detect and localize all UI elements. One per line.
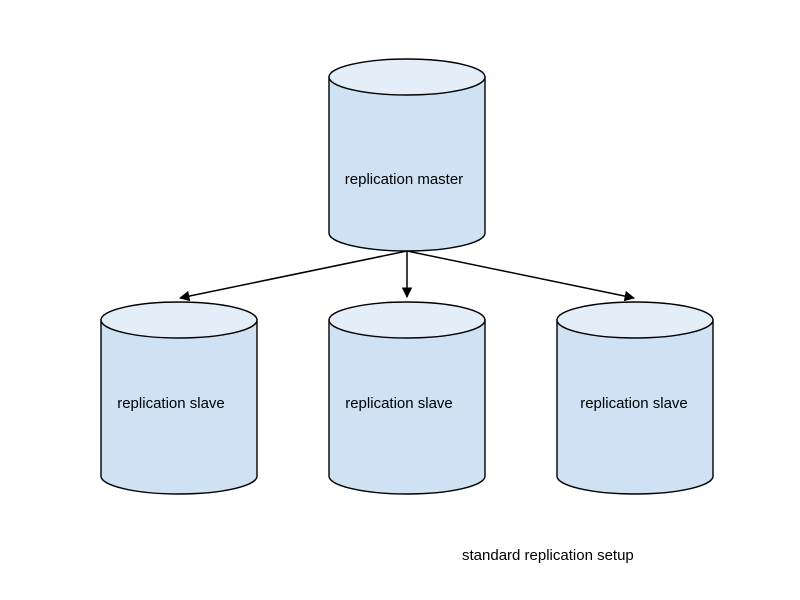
cylinder-body [328,76,486,252]
database-cylinder-icon [556,301,714,495]
cylinder-body [100,319,258,495]
replication-slave-node-3: replication slave [556,301,714,495]
replication-slave-node-2: replication slave [328,301,486,495]
master-label: replication master [345,171,463,188]
arrow-master-to-slave-3 [406,250,636,302]
replication-slave-node-1: replication slave [100,301,258,495]
replication-master-node: replication master [328,58,486,252]
arrow-master-to-slave-1 [178,250,408,302]
slave-2-label: replication slave [345,395,453,412]
cylinder-body [556,319,714,495]
database-cylinder-icon [328,301,486,495]
database-cylinder-icon [100,301,258,495]
cylinder-top [556,301,714,339]
connection-arrows [178,250,636,302]
diagram-caption: standard replication setup [462,547,634,564]
cylinder-body [328,319,486,495]
cylinder-top [328,301,486,339]
database-cylinder-icon [328,58,486,252]
slave-3-label: replication slave [580,395,688,412]
cylinder-top [100,301,258,339]
cylinder-top [328,58,486,96]
slave-1-label: replication slave [117,395,225,412]
